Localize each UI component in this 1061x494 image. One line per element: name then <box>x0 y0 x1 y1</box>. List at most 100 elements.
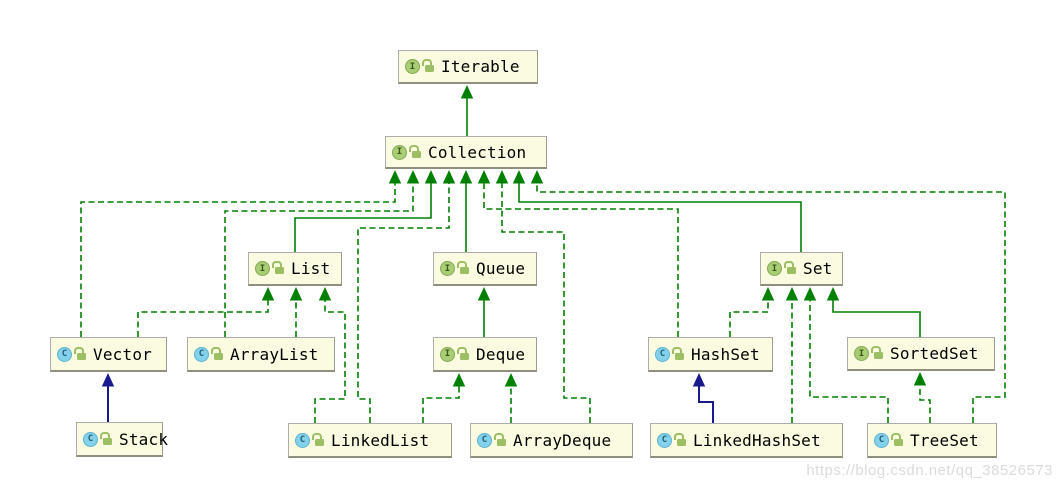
edge-linkedlist-collection <box>357 182 450 423</box>
class-name-label: Vector <box>93 344 152 364</box>
arrowhead-treeset-set <box>803 287 817 301</box>
arrowhead-hashset-collection <box>477 170 491 184</box>
unlocked-icon <box>457 261 469 274</box>
class-icon: C <box>194 346 209 362</box>
class-name-label: Collection <box>428 142 527 162</box>
node-hashset[interactable]: C HashSet <box>648 337 773 372</box>
node-vector[interactable]: C Vector <box>50 337 167 372</box>
arrowhead-set-collection <box>512 170 526 184</box>
node-deque[interactable]: I Deque <box>433 337 537 372</box>
interface-icon: I <box>854 346 869 361</box>
interface-icon: I <box>405 59 420 74</box>
interface-icon: I <box>767 261 782 276</box>
arrowhead-vector-collection <box>388 170 402 184</box>
class-name-label: Deque <box>476 344 526 364</box>
class-name-label: Queue <box>476 259 526 278</box>
interface-icon: I <box>440 346 455 362</box>
class-icon: C <box>874 432 889 448</box>
edge-hashset-set <box>729 299 769 337</box>
arrowhead-collection-iterable <box>460 85 474 99</box>
unlocked-icon <box>672 346 684 360</box>
watermark: https://blog.csdn.net/qq_38526573 <box>806 462 1053 479</box>
edge-hashset-collection <box>483 182 679 337</box>
arrowhead-deque-queue <box>477 287 491 301</box>
arrowhead-arraylist-collection <box>406 170 420 184</box>
class-icon: C <box>295 432 310 448</box>
node-linkedhashset[interactable]: C LinkedHashSet <box>650 423 843 458</box>
class-name-label: List <box>291 259 331 278</box>
arrowhead-linkedlist-collection <box>442 170 456 184</box>
class-name-label: Set <box>803 259 833 278</box>
arrowhead-treeset-collection <box>530 170 544 184</box>
class-name-label: ArrayList <box>230 344 319 364</box>
arrowhead-linkedhashset-hashset <box>692 373 706 387</box>
unlocked-icon <box>494 432 506 446</box>
arrowhead-queue-collection <box>459 170 473 184</box>
unlocked-icon <box>272 261 284 274</box>
edge-treeset-set <box>809 299 889 423</box>
class-icon: C <box>83 431 98 447</box>
unlocked-icon <box>674 432 686 446</box>
node-stack[interactable]: C Stack <box>76 422 168 457</box>
node-iterable[interactable]: I Iterable <box>398 50 538 84</box>
node-treeset[interactable]: C TreeSet <box>867 423 997 458</box>
unlocked-icon <box>784 261 796 274</box>
edge-set-collection <box>518 182 802 252</box>
class-name-label: Iterable <box>441 57 520 76</box>
class-name-label: LinkedHashSet <box>693 430 821 450</box>
arrowhead-linkedlist-deque <box>452 373 466 387</box>
arrowhead-treeset-sortedset <box>913 372 927 386</box>
edge-arraylist-collection <box>224 182 414 337</box>
edge-linkedlist-deque <box>422 385 460 423</box>
interface-icon: I <box>255 261 270 276</box>
arrowhead-linkedhashset-set <box>785 287 799 301</box>
node-arraydeque[interactable]: C ArrayDeque <box>470 423 633 458</box>
class-icon: C <box>477 432 492 448</box>
edge-vector-list <box>137 299 269 337</box>
unlocked-icon <box>457 346 469 360</box>
arrowhead-list-collection <box>424 170 438 184</box>
arrowhead-arraydeque-collection <box>495 170 509 184</box>
unlocked-icon <box>891 432 903 446</box>
unlocked-icon <box>409 144 421 158</box>
node-set[interactable]: I Set <box>760 252 843 286</box>
arrowhead-stack-vector <box>101 373 115 387</box>
arrowhead-hashset-set <box>761 287 775 301</box>
unlocked-icon <box>211 346 223 360</box>
node-list[interactable]: I List <box>248 252 342 286</box>
class-icon: C <box>655 346 670 362</box>
class-name-label: TreeSet <box>910 430 979 450</box>
edge-treeset-sortedset <box>919 384 931 423</box>
arrowhead-vector-list <box>261 287 275 301</box>
class-name-label: LinkedList <box>331 430 430 450</box>
unlocked-icon <box>74 346 86 360</box>
edge-sortedset-set <box>832 299 921 337</box>
edge-arraydeque-collection <box>501 182 591 423</box>
unlocked-icon <box>871 346 883 359</box>
class-icon: C <box>57 346 72 362</box>
unlocked-icon <box>422 59 434 72</box>
class-name-label: SortedSet <box>890 344 979 363</box>
class-icon: C <box>657 432 672 448</box>
class-name-label: ArrayDeque <box>513 430 612 450</box>
interface-icon: I <box>392 144 407 160</box>
interface-icon: I <box>440 261 455 276</box>
edge-list-collection <box>294 182 432 252</box>
node-queue[interactable]: I Queue <box>433 252 537 286</box>
arrowhead-arraydeque-deque <box>504 373 518 387</box>
edge-linkedlist-list <box>314 299 346 423</box>
edge-linkedhashset-hashset <box>698 385 714 423</box>
node-collection[interactable]: I Collection <box>385 136 547 169</box>
arrowhead-arraylist-list <box>289 287 303 301</box>
node-arraylist[interactable]: C ArrayList <box>187 337 335 372</box>
edge-treeset-collection <box>536 182 1006 423</box>
arrowhead-sortedset-set <box>826 287 840 301</box>
class-name-label: HashSet <box>691 344 760 364</box>
node-sortedset[interactable]: I SortedSet <box>847 337 995 371</box>
unlocked-icon <box>100 431 112 445</box>
arrowhead-linkedlist-list <box>318 287 332 301</box>
class-name-label: Stack <box>119 429 169 449</box>
node-linkedlist[interactable]: C LinkedList <box>288 423 452 458</box>
